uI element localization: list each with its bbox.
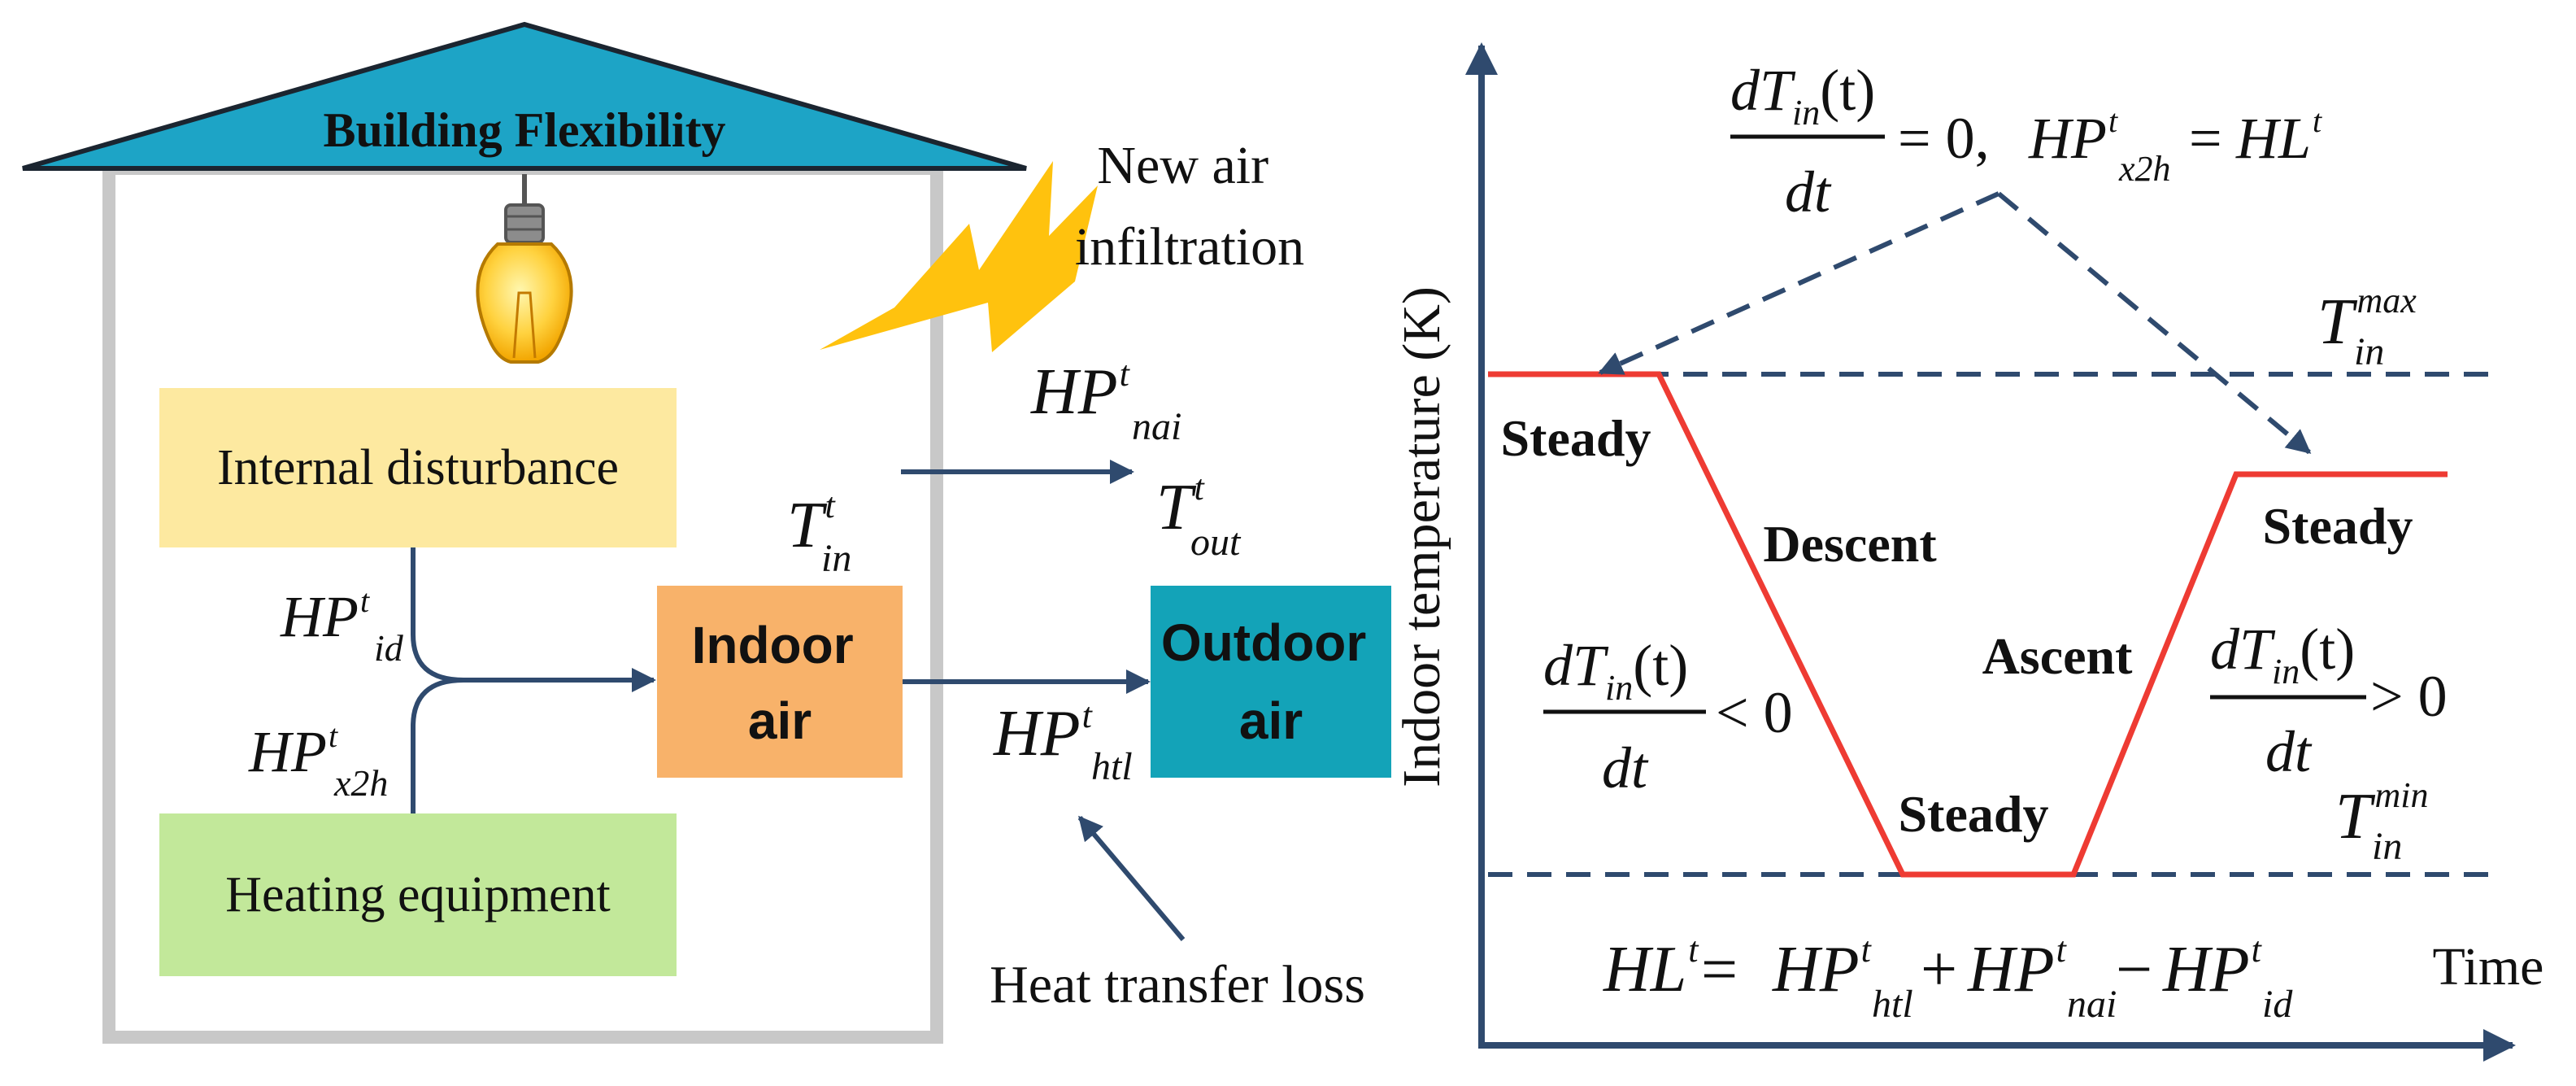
outdoor-air-label: Outdoor air bbox=[1161, 613, 1381, 750]
svg-text:HLt: HLt bbox=[2235, 102, 2322, 171]
phase-steady-upper-right: Steady bbox=[2263, 497, 2413, 555]
heat-transfer-loss-pointer bbox=[1077, 815, 1186, 941]
hp-nai-label: HPtnai bbox=[1030, 354, 1181, 448]
svg-text:=: = bbox=[1701, 934, 1738, 1005]
svg-text:HLt: HLt bbox=[1603, 930, 1699, 1005]
building-roof bbox=[22, 21, 1027, 171]
phase-steady-upper-left: Steady bbox=[1501, 409, 1651, 467]
svg-text:HPthtl: HPthtl bbox=[1772, 930, 1913, 1026]
svg-text:HPtx2h: HPtx2h bbox=[2028, 102, 2171, 189]
steady-condition-equation: dTin(t) dt = 0, HPtx2h = HLt bbox=[1730, 58, 2322, 225]
svg-text:> 0: > 0 bbox=[2370, 664, 2448, 729]
descent-condition-equation: dTin(t) dt < 0 bbox=[1543, 633, 1793, 800]
svg-text:dTin(t): dTin(t) bbox=[1730, 58, 1875, 133]
svg-text:HPtid: HPtid bbox=[2162, 930, 2293, 1026]
svg-text:−: − bbox=[2116, 934, 2152, 1005]
light-bulb-icon bbox=[476, 174, 573, 364]
building-group: Building Flexibility Internal disturbanc… bbox=[22, 21, 1098, 1044]
indoor-air-label: Indoor air bbox=[692, 616, 868, 750]
y-axis-label: Indoor temperature (K) bbox=[1392, 286, 1451, 787]
internal-disturbance-box bbox=[159, 388, 677, 547]
heating-equipment-box bbox=[159, 813, 677, 976]
svg-text:dt: dt bbox=[2265, 719, 2313, 784]
ascent-condition-equation: dTin(t) dt > 0 bbox=[2210, 617, 2448, 784]
phase-steady-lower: Steady bbox=[1899, 785, 2049, 843]
temperature-curve bbox=[1488, 371, 2448, 878]
callout-arrow-left bbox=[1598, 191, 2000, 375]
svg-text:dTin(t): dTin(t) bbox=[2210, 617, 2355, 691]
building-title: Building Flexibility bbox=[323, 103, 725, 157]
hp-id-label: HPtid bbox=[280, 582, 404, 669]
heat-load-equation: HLt = HPthtl + HPtnai − HPtid bbox=[1603, 930, 2293, 1026]
svg-text:< 0: < 0 bbox=[1716, 680, 1793, 745]
svg-text:HPtnai: HPtnai bbox=[1967, 930, 2117, 1026]
new-air-infiltration-label: New air infiltration bbox=[1075, 136, 1304, 277]
internal-disturbance-label: Internal disturbance bbox=[217, 440, 619, 495]
heat-transfer-loss-label: Heat transfer loss bbox=[990, 955, 1365, 1014]
svg-text:dTin(t): dTin(t) bbox=[1543, 633, 1688, 708]
heating-equipment-label: Heating equipment bbox=[225, 867, 610, 922]
temperature-chart: Indoor temperature (K) Time Steady Desce… bbox=[1392, 42, 2544, 1062]
hp-htl-label: HPthtl bbox=[993, 696, 1133, 788]
callout-arrow-right bbox=[1997, 191, 2312, 455]
internal-disturbance-connector bbox=[411, 547, 464, 683]
heating-equipment-connector bbox=[411, 678, 464, 813]
indoor-air-box bbox=[657, 586, 903, 778]
x-axis-label: Time bbox=[2433, 937, 2544, 997]
phase-ascent: Ascent bbox=[1982, 627, 2134, 685]
svg-text:dt: dt bbox=[1785, 159, 1832, 225]
phase-descent: Descent bbox=[1763, 515, 1937, 573]
svg-text:= 0,: = 0, bbox=[1898, 106, 1990, 171]
svg-text:+: + bbox=[1921, 934, 1957, 1005]
svg-text:=: = bbox=[2189, 106, 2222, 171]
outdoor-air-box bbox=[1151, 586, 1391, 778]
lightning-icon bbox=[820, 161, 1098, 352]
svg-text:dt: dt bbox=[1602, 735, 1649, 800]
